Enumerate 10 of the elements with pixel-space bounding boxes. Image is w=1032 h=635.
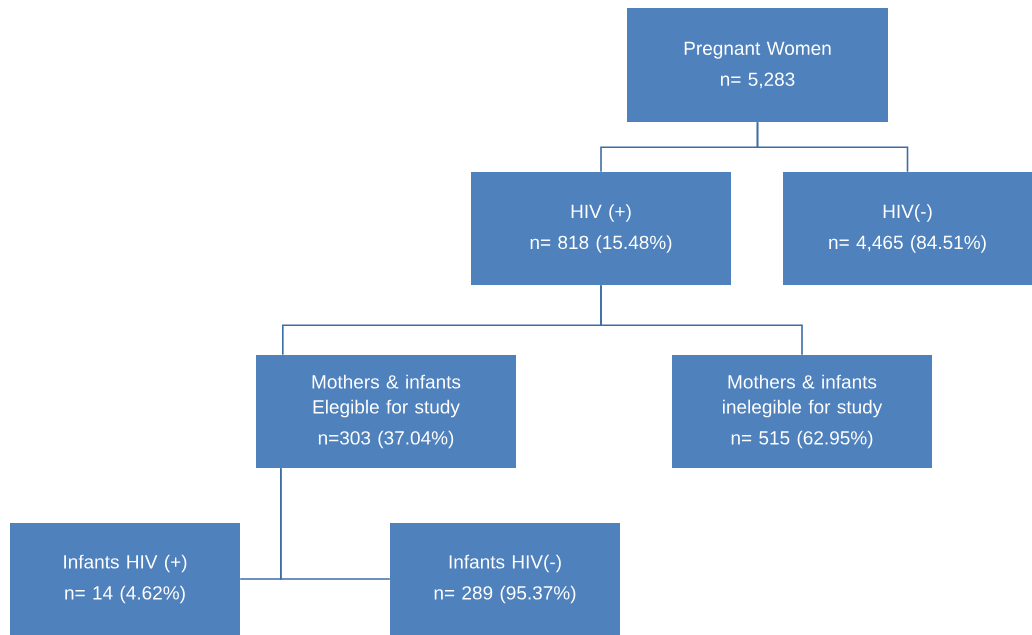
connector-line xyxy=(600,284,803,356)
box: Infants HIV (+) n= 14 (4.62%) xyxy=(10,523,240,635)
box: HIV (+) n= 818 (15.48%) xyxy=(471,172,731,285)
connector-line xyxy=(756,121,909,173)
box: Mothers & infants inelegible for study n= 515 (62.95%) xyxy=(672,355,932,468)
connector-line xyxy=(280,467,391,580)
box: HIV(-) n= 4,465 (84.51%) xyxy=(783,172,1032,285)
box: Infants HIV(-) n= 289 (95.37%) xyxy=(390,523,620,635)
box: Pregnant Women n= 5,283 xyxy=(627,8,888,122)
box: Mothers & infants Elegible for study n=303 (37.04%) xyxy=(256,355,516,468)
